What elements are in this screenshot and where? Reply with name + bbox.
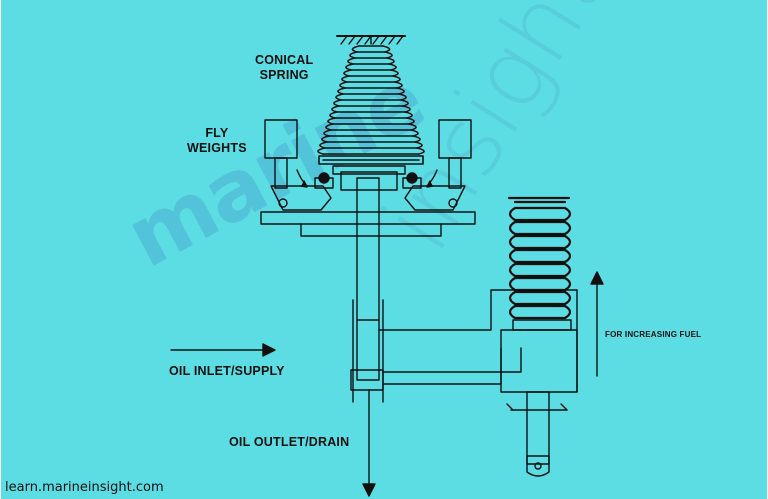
- label-oil-inlet: OIL INLET/SUPPLY: [169, 364, 285, 378]
- increase-fuel-arrow: [590, 271, 604, 377]
- sleeve: [332, 165, 406, 191]
- servo-spring: [507, 196, 572, 320]
- fly-weight-right: [402, 119, 472, 211]
- fly-weight-left: [264, 119, 334, 211]
- servo-cylinder: [500, 319, 578, 477]
- pilot-valve: [350, 177, 384, 403]
- oil-outlet-pipe: [362, 389, 376, 497]
- oil-inlet-pipe: [170, 343, 276, 357]
- label-increasing-fuel: FOR INCREASING FUEL: [605, 330, 702, 339]
- site-url: learn.marineinsight.com: [5, 480, 164, 495]
- base-plate: [260, 211, 476, 237]
- label-oil-outlet: OIL OUTLET/DRAIN: [229, 435, 350, 449]
- fixed-support: [336, 35, 406, 45]
- conical-spring: [317, 45, 425, 165]
